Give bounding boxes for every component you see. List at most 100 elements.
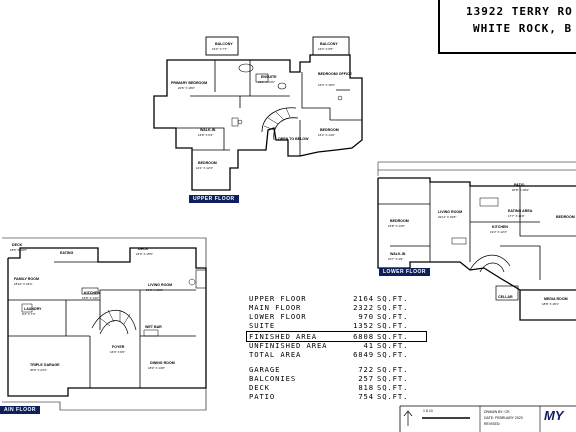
main-deck-left-label: DECK [12, 243, 23, 247]
area-row-label: DECK [249, 383, 270, 392]
upper-bedroom-center-dim: 16'4" X 14'0" [318, 133, 335, 137]
lower-living-room-dim: 22'11" X 19'8" [438, 215, 456, 219]
main-eating-label: EATING [60, 251, 74, 255]
address-line-1: 13922 TERRY RO [466, 5, 573, 18]
area-row-unit: SQ.FT. [377, 312, 409, 321]
main-deck-right-label: DECK [138, 247, 149, 251]
lower-eating-area-label: EATING AREA [508, 209, 533, 213]
lower-eating-area-dim: 17'7" X 11'9" [508, 214, 525, 218]
upper-bedroom-bottom-dim: 14'1" X 12'3" [196, 166, 213, 170]
lower-kitchen-dim: 13'2" X 12'3" [490, 230, 507, 234]
upper-balcony-right-label: BALCONY [320, 42, 338, 46]
upper-bedroom-office-label: BEDROOM/ OFFICE [318, 72, 353, 76]
upper-bedroom-office-dim: 16'4" X 15'6" [318, 83, 335, 87]
main-dining-room-dim: 18'0" X 14'8" [148, 366, 165, 370]
lower-kitchen-label: KITCHEN [492, 225, 508, 229]
main-triple-garage-dim: 30'0" X 23'3" [30, 368, 47, 372]
lower-media-room-label: MEDIA ROOM [544, 297, 568, 301]
area-row-unit: SQ.FT. [377, 341, 409, 350]
upper-ensuite-label: ENSUITE [261, 75, 277, 79]
area-row-value: 2322 [353, 303, 374, 312]
main-floor-tag: AIN FLOOR [0, 406, 40, 414]
upper-primary-bedroom-dim: 20'6" X 18'0" [178, 86, 195, 90]
area-row-value: 754 [358, 392, 374, 401]
lower-floor-tag: LOWER FLOOR [379, 268, 430, 276]
main-foyer-label: FOYER [112, 345, 125, 349]
lower-bedroom-right-label: BEDROOM [556, 215, 575, 219]
area-row-unit: SQ.FT. [377, 374, 409, 383]
upper-walk-in-dim: 14'8" X 9'4" [198, 133, 213, 137]
drawn-date: DATE: FEBRUARY 2023 [484, 416, 523, 420]
area-row-value: 722 [358, 365, 374, 374]
upper-bedroom-bottom-label: BEDROOM [198, 161, 217, 165]
main-kitchen-label: KITCHEN [84, 291, 100, 295]
area-row-label: BALCONIES [249, 374, 297, 383]
address-title-box: 13922 TERRY RO WHITE ROCK, B [438, 0, 576, 54]
upper-floor-plan [153, 36, 363, 191]
upper-ensuite-dim: 13'1" X 13'6" [258, 80, 275, 84]
main-wet-bar-label: WET BAR [145, 325, 162, 329]
area-row-value: 2164 [353, 294, 374, 303]
area-row-label: SUITE [249, 321, 276, 330]
address-line-2: WHITE ROCK, B [473, 22, 573, 35]
area-row-value: 6808 [353, 332, 374, 341]
area-row-label: UPPER FLOOR [249, 294, 307, 303]
area-row-unit: SQ.FT. [377, 365, 409, 374]
main-laundry-dim: 9'4" X 7'3" [22, 312, 36, 316]
area-row-label: GARAGE [249, 365, 281, 374]
area-row-unit: SQ.FT. [377, 383, 409, 392]
main-triple-garage-label: TRIPLE GARAGE [30, 363, 60, 367]
main-kitchen-dim: 16'8" X 14'0" [82, 296, 99, 300]
area-row-unit: SQ.FT. [377, 303, 409, 312]
area-row-value: 1352 [353, 321, 374, 330]
area-row-unit: SQ.FT. [377, 332, 409, 341]
main-dining-room-label: DINING ROOM [150, 361, 175, 365]
scale-label: 1 5 10 [423, 409, 433, 413]
main-floor-plan [2, 237, 207, 411]
area-row-unit: SQ.FT. [377, 321, 409, 330]
lower-floor-plan [377, 161, 576, 321]
area-row-unit: SQ.FT. [377, 392, 409, 401]
main-family-room-dim: 18'10" X 18'4" [14, 282, 33, 286]
upper-primary-bedroom-label: PRIMARY BEDROOM [171, 81, 207, 85]
main-foyer-dim: 16'0" X 8'0" [110, 350, 125, 354]
north-arrow-icon [403, 410, 413, 426]
upper-open-to-below-label: OPEN TO BELOW [278, 137, 309, 141]
company-logo: MY [544, 408, 564, 423]
lower-bedroom-left-label: BEDROOM [390, 219, 409, 223]
main-laundry-label: LAUNDRY [24, 307, 42, 311]
upper-walk-in-label: WALK-IN [200, 128, 216, 132]
main-deck-left-dim: 18'5" X 19'5" [10, 248, 27, 252]
lower-cellar-label: CELLAR [498, 295, 513, 299]
upper-bedroom-center-label: BEDROOM [320, 128, 339, 132]
dimension-labels: 16'3" X 7'7" 16'4" X 6'5" 20'6" X 18'0" … [10, 47, 559, 372]
lower-walk-in-label: WALK-IN [390, 252, 406, 256]
lower-patio-dim: 20'8" X 18'9" [512, 188, 529, 192]
area-row-value: 818 [358, 383, 374, 392]
lower-walk-in-dim: 10'7" X 4'9" [388, 257, 403, 261]
area-row-unit: SQ.FT. [377, 350, 409, 359]
upper-balcony-left-dim: 16'3" X 7'7" [212, 47, 227, 51]
area-row-label: LOWER FLOOR [249, 312, 307, 321]
drawn-by: DRAWN BY: CR [484, 410, 510, 414]
area-row-label: TOTAL AREA [249, 350, 302, 359]
main-deck-right-dim: 24'0" X 15'5" [136, 252, 153, 256]
area-row-value: 257 [358, 374, 374, 383]
area-row-value: 970 [358, 312, 374, 321]
upper-balcony-left-label: BALCONY [215, 42, 233, 46]
area-row-label: PATIO [249, 392, 276, 401]
main-living-room-label: LIVING ROOM [148, 283, 172, 287]
upper-balcony-right-dim: 16'4" X 6'5" [318, 47, 333, 51]
